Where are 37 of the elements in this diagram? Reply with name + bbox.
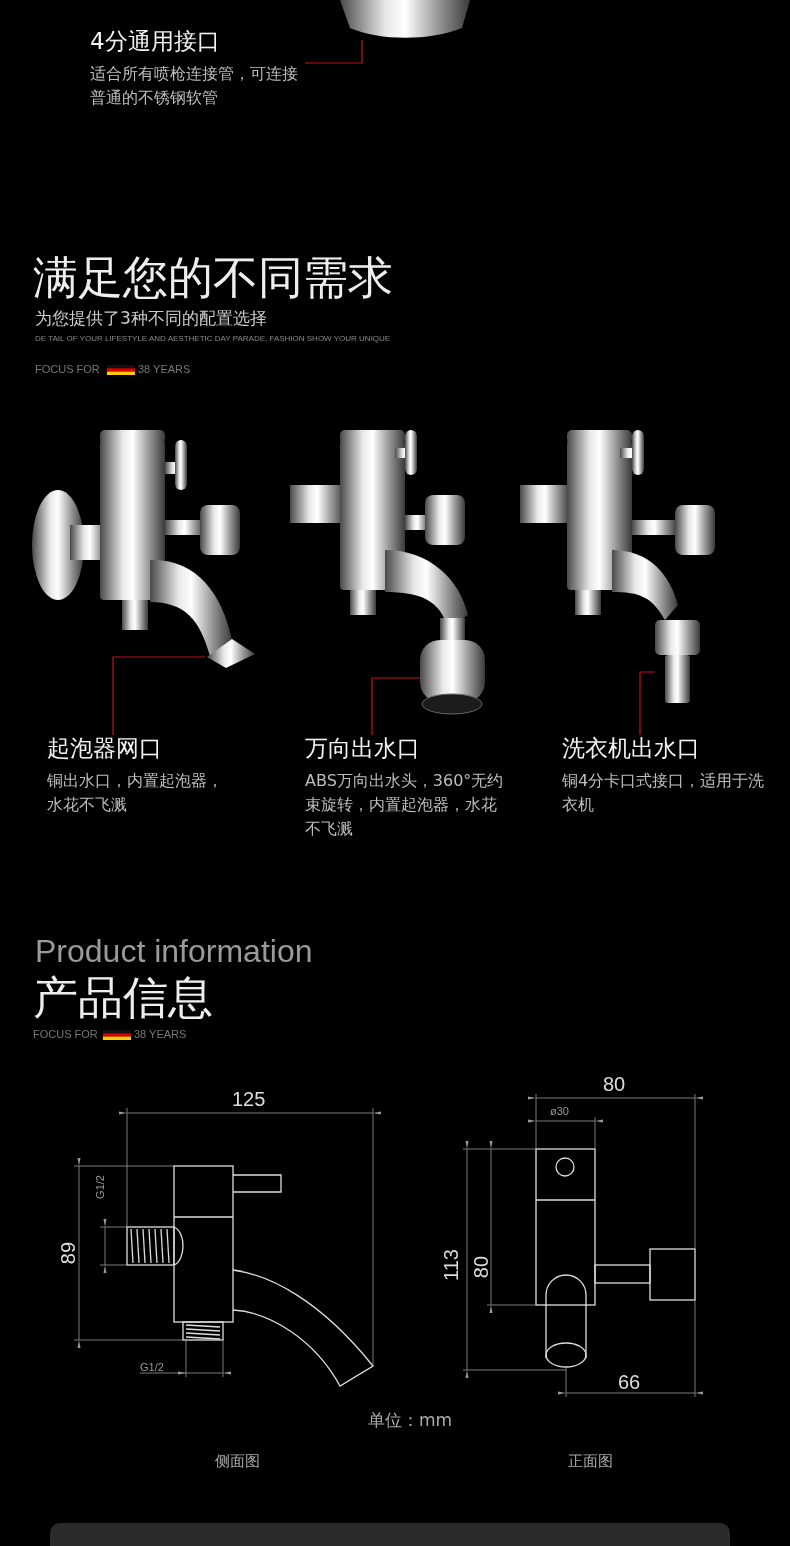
- heading-text: 38 YEARS: [134, 1028, 187, 1041]
- dimension-label: 80: [603, 1073, 626, 1096]
- dimension-label: 113: [439, 1249, 463, 1281]
- dimension-label: G1/2: [140, 1361, 164, 1374]
- faucet-outlet: [207, 639, 255, 668]
- dimension-label: 66: [618, 1371, 641, 1394]
- feature-description: 铜出水口，内置起泡器，水花不飞溅: [47, 769, 224, 816]
- heading-text: 满足您的不同需求: [33, 252, 393, 304]
- caption: 侧面图: [215, 1453, 260, 1471]
- dimension-label: 89: [56, 1241, 80, 1265]
- feature-title: 起泡器网口: [47, 735, 163, 763]
- caption: 单位：mm: [368, 1411, 453, 1431]
- feature-description: 适合所有喷枪连接管，可连接普通的不锈钢软管: [90, 62, 299, 109]
- heading-text: FOCUS FOR: [33, 1028, 98, 1041]
- feature-title: 4分通用接口: [90, 28, 221, 56]
- feature-description: 铜4分卡口式接口，适用于洗衣机: [562, 769, 766, 816]
- feature-description: ABS万向出水头，360°无约束旋转，内置起泡器，水花不飞溅: [305, 769, 505, 840]
- heading-text: DE TAIL OF YOUR LIFESTYLE AND AESTHETIC DAY PARADE, FASHION SHOW YOUR UNIQUE: [35, 334, 391, 344]
- dimension-label: 125: [232, 1088, 266, 1111]
- faucet-outlet: [655, 620, 700, 703]
- heading-text: 产品信息: [33, 972, 213, 1024]
- heading-text: FOCUS FOR: [35, 363, 100, 376]
- dimension-label: ø30: [550, 1105, 569, 1118]
- feature-title: 洗衣机出水口: [562, 735, 701, 763]
- faucet-outlet: [420, 640, 485, 715]
- dimension-label: 80: [469, 1255, 493, 1279]
- feature-title: 万向出水口: [305, 735, 421, 763]
- leader-line: [639, 671, 656, 736]
- leader-line: [112, 656, 206, 736]
- heading-text: 38 YEARS: [138, 363, 191, 376]
- heading-text: Product information: [35, 933, 313, 970]
- dimension-label: G1/2: [93, 1175, 107, 1199]
- leader-line: [304, 39, 363, 64]
- heading-text: 为您提供了3种不同的配置选择: [35, 309, 267, 329]
- caption: 正面图: [568, 1453, 613, 1471]
- faucet-outlet: [340, 0, 470, 38]
- leader-line: [371, 677, 421, 736]
